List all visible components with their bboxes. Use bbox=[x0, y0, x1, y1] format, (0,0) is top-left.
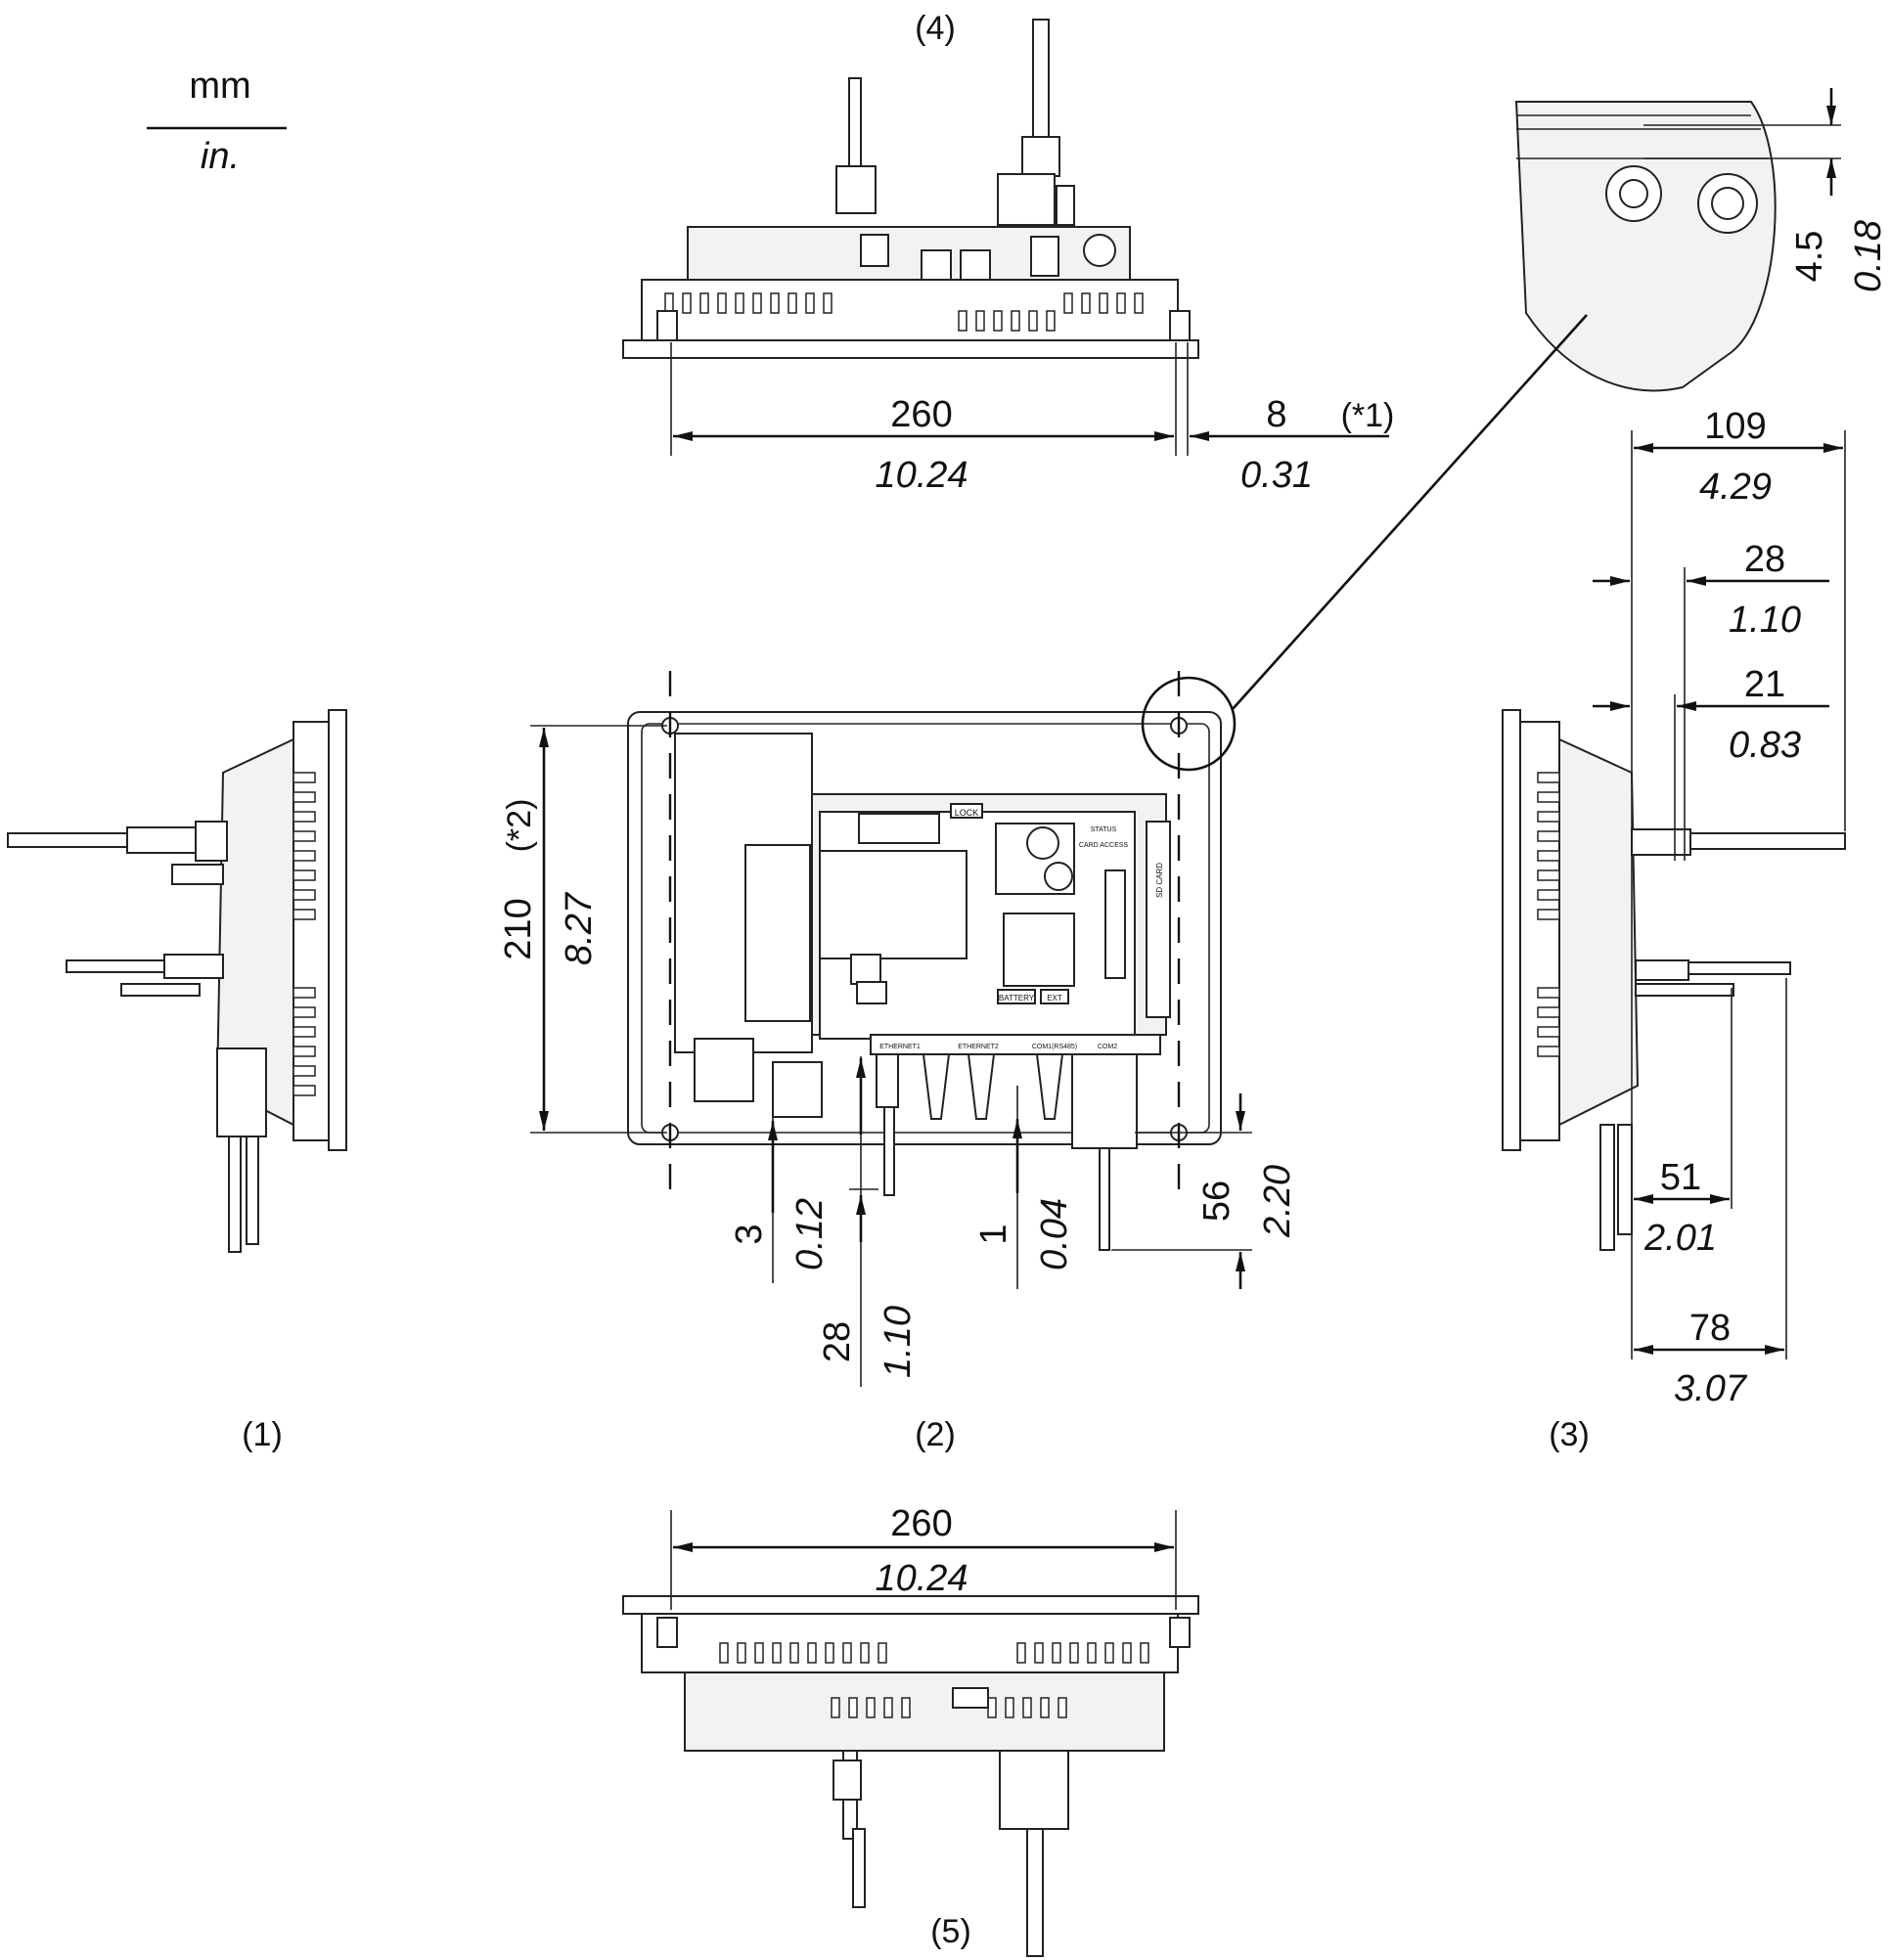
units-legend: mm in. bbox=[147, 66, 287, 177]
side-d78-mm: 78 bbox=[1689, 1308, 1731, 1349]
port-label-com2: COM2 bbox=[1098, 1044, 1117, 1050]
view-label-2: (2) bbox=[915, 1416, 956, 1453]
rear-dim-c-mm: 1 bbox=[973, 1224, 1014, 1244]
port-label-card-access: CARD ACCESS bbox=[1079, 842, 1129, 849]
right-vent-slots bbox=[1537, 772, 1560, 1057]
detail-callout-circle bbox=[1141, 676, 1237, 772]
detail-leader-line bbox=[1232, 314, 1588, 710]
rear-dim-b-in: 1.10 bbox=[878, 1306, 919, 1378]
rear-height-mm: 210 bbox=[498, 898, 539, 959]
side-d21-in: 0.83 bbox=[1729, 725, 1801, 766]
port-label-com1: COM1(RS485) bbox=[1032, 1044, 1077, 1050]
top-width-in: 10.24 bbox=[875, 455, 968, 496]
bottom-view: (5) 260 1 bbox=[622, 1503, 1199, 1957]
side-d28-in: 1.10 bbox=[1729, 600, 1801, 641]
side-depth-in: 4.29 bbox=[1699, 467, 1772, 508]
right-side-view: (3) 109 4.29 28 1.10 bbox=[1502, 406, 1846, 1453]
rear-dim-d-mm: 56 bbox=[1196, 1180, 1238, 1222]
rear-dim-a-mm: 3 bbox=[729, 1224, 770, 1244]
side-depth-mm: 109 bbox=[1704, 406, 1766, 447]
side-d51-mm: 51 bbox=[1660, 1157, 1701, 1198]
bottom-vent-slots bbox=[719, 1642, 1149, 1718]
view-label-5: (5) bbox=[930, 1913, 971, 1950]
side-d21-mm: 21 bbox=[1744, 664, 1785, 705]
port-label-battery: BATTERY bbox=[999, 994, 1035, 1002]
rear-dim-a-in: 0.12 bbox=[789, 1198, 831, 1270]
top-view: (4) bbox=[622, 10, 1395, 496]
left-side-view: (1) bbox=[7, 709, 347, 1453]
top-protrusion-mm: 8 bbox=[1266, 394, 1286, 435]
side-d28-mm: 28 bbox=[1744, 539, 1785, 580]
top-protrusion-in: 0.31 bbox=[1240, 455, 1313, 496]
view-label-1: (1) bbox=[242, 1416, 283, 1453]
port-label-ext: EXT bbox=[1047, 994, 1062, 1002]
rear-lock-plate bbox=[950, 803, 983, 819]
detail-view: 4.5 0.18 bbox=[1232, 88, 1889, 710]
top-width-mm: 260 bbox=[890, 394, 952, 435]
top-vent-slots bbox=[664, 292, 1144, 332]
rear-height-in: 8.27 bbox=[559, 891, 600, 965]
bottom-width-mm: 260 bbox=[890, 1503, 952, 1544]
port-label-status: STATUS bbox=[1091, 826, 1117, 833]
side-d51-in: 2.01 bbox=[1643, 1218, 1717, 1259]
view-label-4: (4) bbox=[915, 10, 956, 47]
view-label-3: (3) bbox=[1549, 1416, 1590, 1453]
port-label-ethernet2: ETHERNET2 bbox=[958, 1044, 999, 1050]
port-label-sd-card: SD CARD bbox=[1155, 863, 1164, 898]
unit-in: in. bbox=[201, 136, 240, 177]
detail-in: 0.18 bbox=[1848, 220, 1889, 292]
detail-mm: 4.5 bbox=[1789, 231, 1830, 283]
rear-view: (2) LOCK BATTERY EXT STATUS CARD ACCESS … bbox=[498, 671, 1298, 1453]
unit-mm: mm bbox=[189, 66, 250, 107]
bottom-width-in: 10.24 bbox=[875, 1558, 968, 1599]
rear-dim-c-in: 0.04 bbox=[1034, 1198, 1075, 1270]
rear-dim-d-in: 2.20 bbox=[1257, 1165, 1298, 1238]
port-label-ethernet1: ETHERNET1 bbox=[879, 1044, 921, 1050]
rear-dim-b-mm: 28 bbox=[817, 1321, 858, 1362]
rear-height-note: (*2) bbox=[501, 799, 538, 853]
left-vent-slots bbox=[292, 772, 316, 1096]
top-protrusion-note: (*1) bbox=[1341, 397, 1395, 434]
side-d78-in: 3.07 bbox=[1674, 1368, 1748, 1409]
port-label-lock: LOCK bbox=[955, 808, 979, 818]
